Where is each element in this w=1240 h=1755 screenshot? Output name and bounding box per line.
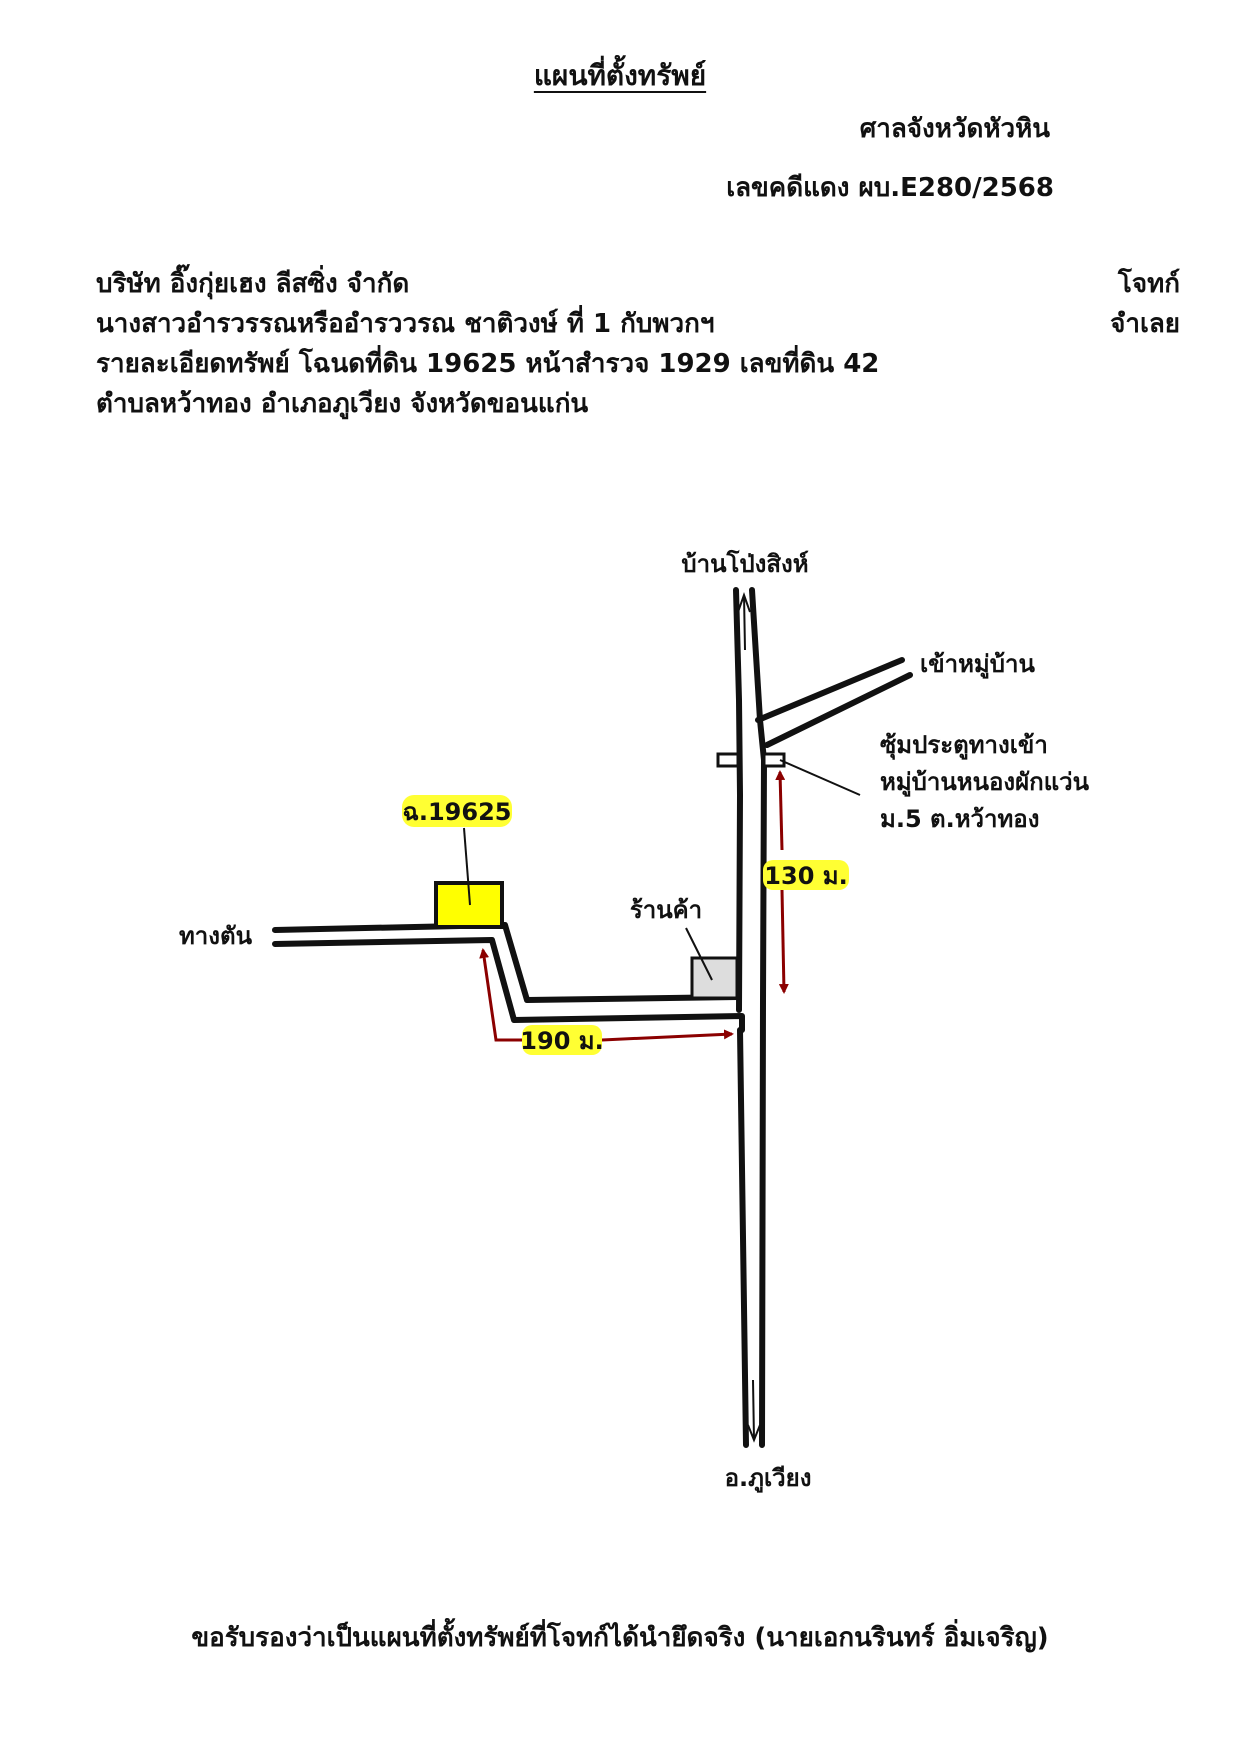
side-road-lower-edge: [272, 937, 745, 1033]
distance-gate-arrow-up: [775, 770, 786, 851]
distance-road-arrow-right: [601, 1029, 734, 1042]
side-road: [272, 922, 745, 1033]
document-title: แผนที่ตั้งทรัพย์: [0, 60, 1240, 92]
parcel-leader-line: [463, 827, 471, 906]
main-road-direction: [737, 591, 761, 1443]
plaintiff-name: บริษัท อิ๊งกุ่ยเฮง ลีสซิ่ง จำกัด: [96, 269, 410, 299]
certification-statement: ขอรับรองว่าเป็นแผนที่ตั้งทรัพย์ที่โจทก์ไ…: [191, 1623, 1049, 1653]
property-detail-line2: ตำบลหว้าทอง อำเภอภูเวียง จังหวัดขอนแก่น: [96, 389, 589, 419]
distance-road-label: 190 ม.: [520, 1027, 603, 1055]
village-road-edge-upper: [755, 657, 905, 723]
distance-gate-label: 130 ม.: [764, 862, 847, 890]
main-road-west-edge-south: [737, 1027, 749, 1448]
parcel-label: ฉ.19625: [403, 798, 512, 826]
village-road-label: เข้าหมู่บ้าน: [920, 650, 1035, 679]
property-detail-line1: รายละเอียดทรัพย์ โฉนดที่ดิน 19625 หน้าสำ…: [96, 349, 880, 379]
north-destination-label: บ้านโป่งสิงห์: [681, 549, 808, 578]
dead-end-label: ทางตัน: [179, 922, 253, 950]
gate-label-line3: ม.5 ต.หว้าทอง: [880, 805, 1039, 833]
gate-leader-line: [779, 759, 861, 796]
south-destination-label: อ.ภูเวียง: [725, 1464, 812, 1493]
gate-label-line2: หมู่บ้านหนองผักแว่น: [880, 768, 1090, 797]
distance-road-highlight: [522, 1025, 602, 1055]
distance-gate-highlight: [763, 860, 849, 890]
gate-right-post: [762, 752, 786, 768]
side-road-upper-edge: [272, 922, 741, 1003]
case-number: เลขคดีแดง ผบ.E280/2568: [726, 173, 1054, 203]
parcel-label-highlight: [402, 795, 512, 827]
south-direction-arrow: [747, 1379, 761, 1443]
main-road-west-edge: [733, 587, 744, 1013]
north-direction-arrow: [737, 591, 751, 651]
shop-building: [690, 956, 739, 1000]
shop-label: ร้านค้า: [630, 896, 702, 924]
defendant-name: นางสาวอำรวรรณหรืออำรววรณ ชาติวงษ์ ที่ 1 …: [96, 309, 715, 339]
court-name: ศาลจังหวัดหัวหิน: [859, 114, 1050, 144]
gate-label-line1: ซุ้มประตูทางเข้า: [880, 731, 1048, 761]
village-road-edge-lower: [764, 672, 913, 748]
distance-gate-arrow-down: [778, 889, 789, 994]
document-title-text: แผนที่ตั้งทรัพย์: [533, 59, 707, 92]
defendant-role: จำเลย: [1110, 309, 1180, 339]
gate-left-post: [716, 752, 740, 768]
plaintiff-role: โจทก์: [1117, 269, 1180, 299]
shop-leader-line: [685, 927, 713, 981]
village-road: [755, 657, 913, 748]
distance-road-arrow-left: [479, 948, 530, 1042]
